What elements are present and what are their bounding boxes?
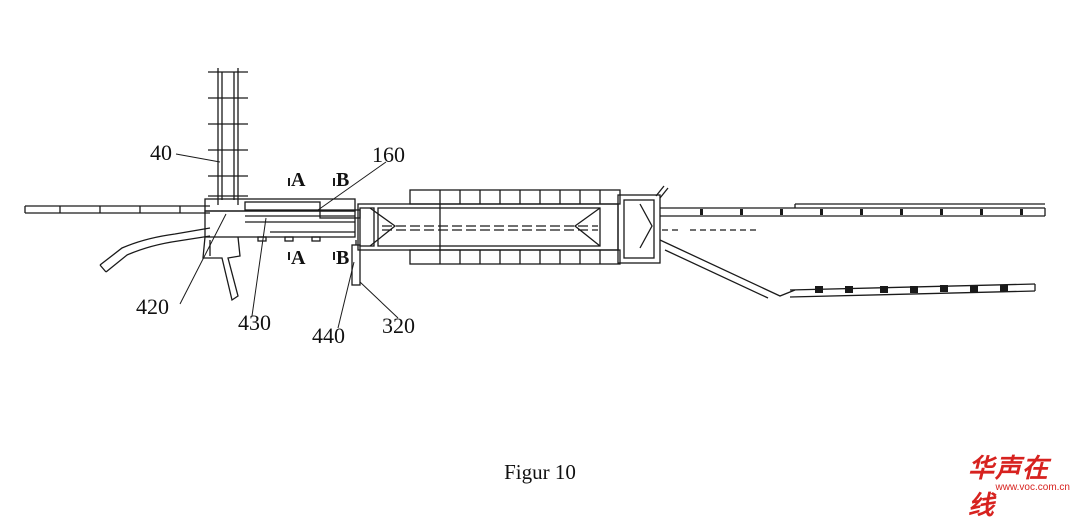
voc-logo: 华声在线 www.voc.com.cn <box>968 448 1074 521</box>
front-body <box>204 198 361 242</box>
support-legs <box>202 236 361 302</box>
label-430: 430 <box>238 310 271 335</box>
rear-head-unit <box>617 185 669 264</box>
left-arm <box>24 205 210 214</box>
label-420: 420 <box>136 294 169 319</box>
main-shield-body <box>357 203 619 251</box>
arm-marks <box>700 209 1023 293</box>
label-320: 320 <box>382 313 415 338</box>
technical-drawing: 40 160 420 430 440 320 A B A B <box>24 68 1046 348</box>
right-upper-arm <box>660 203 1046 217</box>
section-mark-a-top: A <box>291 169 306 191</box>
outer-grid <box>409 189 621 265</box>
label-160: 160 <box>372 142 405 167</box>
figure-caption: Figur 10 <box>504 460 576 484</box>
label-440: 440 <box>312 323 345 348</box>
section-mark-a-bottom: A <box>291 247 306 269</box>
section-mark-b-bottom: B <box>336 247 349 269</box>
label-40: 40 <box>150 140 172 165</box>
section-lines <box>288 178 335 260</box>
curved-lower-arm <box>99 227 211 273</box>
section-mark-b-top: B <box>336 169 349 191</box>
logo-url: www.voc.com.cn <box>995 482 1070 493</box>
vertical-ladder <box>208 68 248 205</box>
leader-lines <box>175 153 399 329</box>
